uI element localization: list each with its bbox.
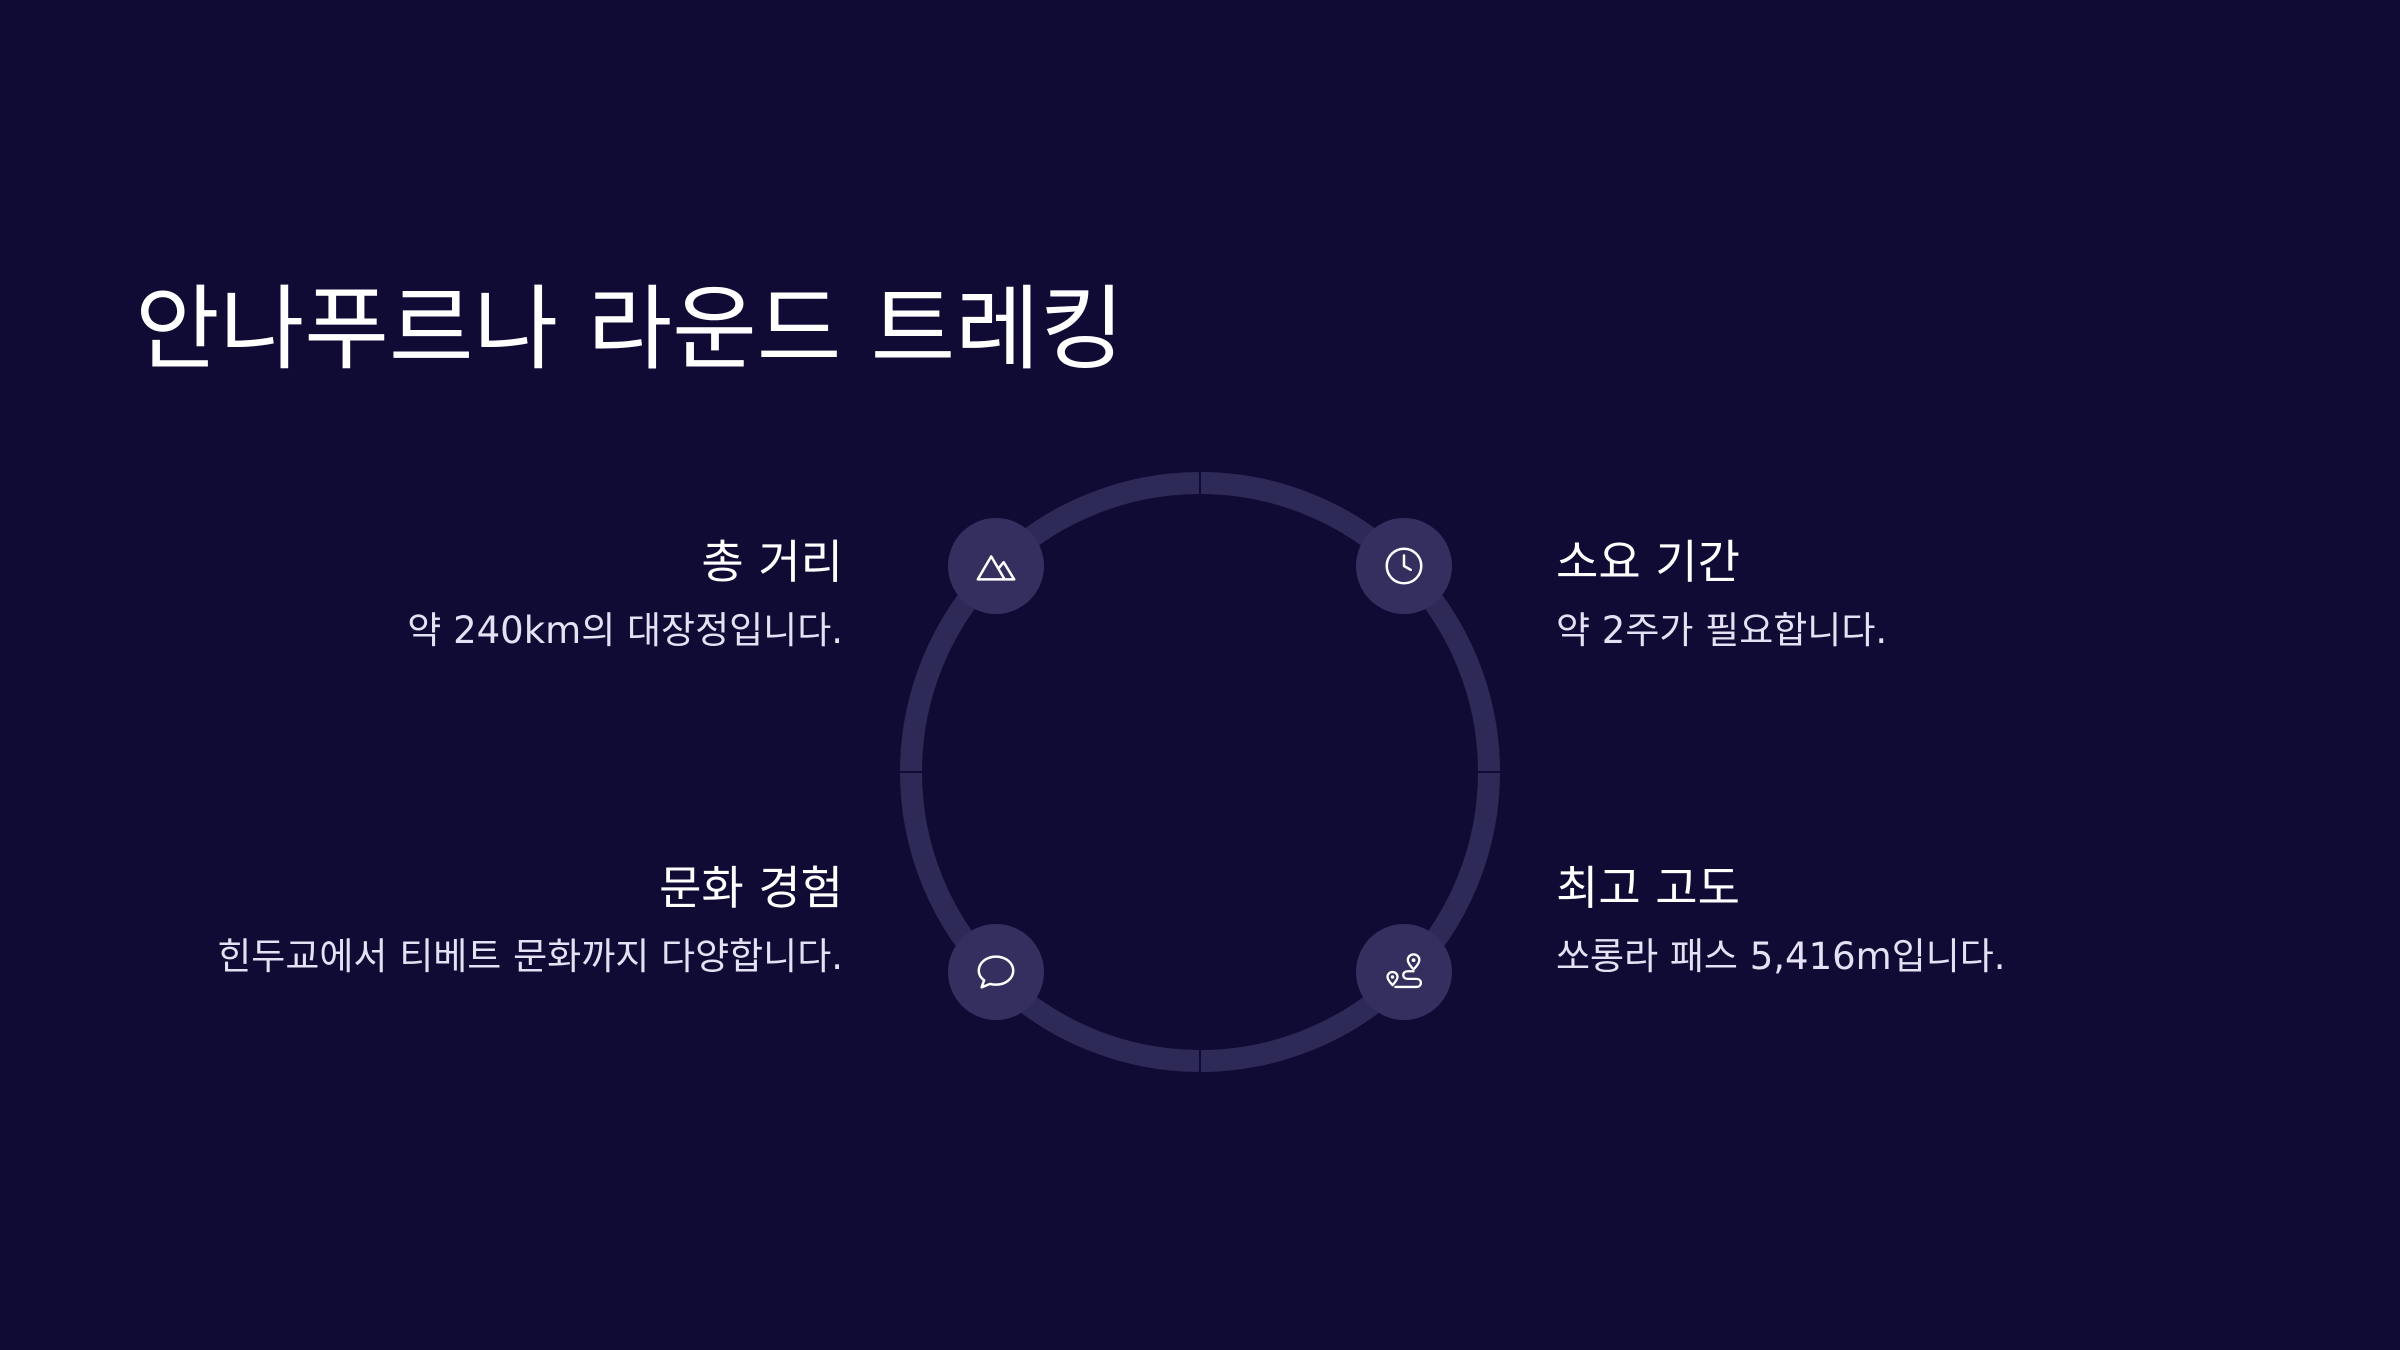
card-description: 약 2주가 필요합니다. — [1556, 609, 1888, 652]
slide-title: 안나푸르나 라운드 트레킹 — [135, 276, 1125, 383]
node-distance — [948, 518, 1044, 614]
clock-icon — [1385, 547, 1423, 585]
card-heading: 총 거리 — [701, 535, 843, 589]
card-heading: 소요 기간 — [1556, 535, 1740, 589]
card-description: 힌두교에서 티베트 문화까지 다양합니다. — [217, 935, 843, 978]
card-description: 쏘롱라 패스 5,416m입니다. — [1556, 935, 2006, 978]
info-card-culture: 문화 경험 힌두교에서 티베트 문화까지 다양합니다. — [0, 858, 843, 982]
card-description: 약 240km의 대장정입니다. — [407, 609, 843, 652]
card-heading: 문화 경험 — [659, 861, 843, 915]
cycle-ring — [890, 462, 1510, 1082]
info-card-distance: 총 거리 약 240km의 대장정입니다. — [0, 532, 843, 656]
node-culture — [948, 924, 1044, 1020]
node-duration — [1356, 518, 1452, 614]
card-heading: 최고 고도 — [1556, 861, 1740, 915]
ring-graphic — [900, 472, 1500, 1072]
speech-bubble-icon — [977, 955, 1015, 989]
mountain-icon — [976, 555, 1016, 581]
node-altitude — [1356, 924, 1452, 1020]
info-card-duration: 소요 기간 약 2주가 필요합니다. — [1556, 532, 2400, 656]
info-card-altitude: 최고 고도 쏘롱라 패스 5,416m입니다. — [1556, 858, 2400, 982]
route-pin-icon — [1386, 953, 1423, 989]
